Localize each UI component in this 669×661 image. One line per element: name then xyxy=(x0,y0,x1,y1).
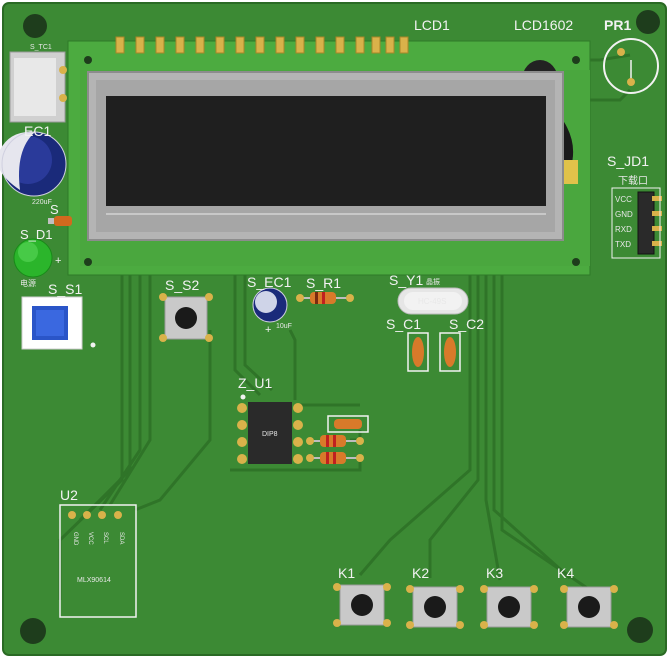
label-s-ec1-plus: + xyxy=(265,324,271,336)
label-k4: K4 xyxy=(557,565,574,581)
label-s-tc1: S_TC1 xyxy=(30,44,52,51)
mounting-hole-top-right xyxy=(636,10,660,34)
label-k1: K1 xyxy=(338,565,355,581)
label-lcd1: LCD1 xyxy=(414,17,450,33)
label-s-ec1-value: 10uF xyxy=(276,323,292,330)
label-s-d1: S_D1 xyxy=(20,227,53,242)
label-s-y1: S_Y1 xyxy=(389,272,423,288)
label-ec1: EC1 xyxy=(24,123,51,139)
label-lcd1602: LCD1602 xyxy=(514,17,573,33)
label-jd-pin-gnd: GND xyxy=(615,210,633,219)
label-s-s1: S_S1 xyxy=(48,281,82,297)
lcd-screen xyxy=(106,96,546,206)
k2-button xyxy=(406,585,464,629)
label-s-c1: S_C1 xyxy=(386,316,421,332)
label-jd-pin-rxd: RXD xyxy=(615,225,632,234)
label-crystal-marking: HC-49S xyxy=(418,297,446,306)
small-resistor-s xyxy=(48,216,72,226)
label-k2: K2 xyxy=(412,565,429,581)
s-jd1-header xyxy=(611,187,662,259)
label-jd-pin-txd: TXD xyxy=(615,240,631,249)
mounting-hole-bottom-left xyxy=(20,618,46,644)
label-k3: K3 xyxy=(486,565,503,581)
label-pr1: PR1 xyxy=(604,17,631,33)
label-u2-pin-sda: SDA xyxy=(118,532,124,544)
label-u2-part: MLX90614 xyxy=(77,577,111,584)
label-u2-pin-scl: SCL xyxy=(102,532,108,544)
label-jd-pin-vcc: VCC xyxy=(615,195,632,204)
mounting-hole-top-left xyxy=(23,14,47,38)
label-ec1-value: 220uF xyxy=(32,199,52,206)
s-s1-switch xyxy=(21,296,96,350)
ic-resistors xyxy=(306,415,369,464)
label-s-y1-note: 晶振 xyxy=(426,277,440,286)
label-s-s2: S_S2 xyxy=(165,277,199,293)
k3-button xyxy=(480,585,538,629)
label-s-ec1: S_EC1 xyxy=(247,274,292,290)
pr1-photoresistor xyxy=(603,38,659,94)
s-r1-resistor xyxy=(296,292,354,304)
lcd1602-module xyxy=(67,36,591,276)
label-ic-marking: DIP8 xyxy=(262,431,278,438)
label-s-jd1-title: 下载口 xyxy=(618,175,648,187)
ec1-capacitor xyxy=(0,131,67,197)
label-s-d1-note: 电源 xyxy=(20,278,36,288)
s-y1-crystal xyxy=(397,287,469,315)
label-z-u1: Z_U1 xyxy=(238,375,272,391)
label-s-c2: S_C2 xyxy=(449,316,484,332)
mounting-hole-bottom-right xyxy=(627,617,653,643)
label-u2: U2 xyxy=(60,487,78,503)
label-s-r1: S_R1 xyxy=(306,275,341,291)
s-c2-capacitor xyxy=(439,332,461,372)
k4-button xyxy=(560,585,618,629)
s-ec1-capacitor xyxy=(252,287,288,323)
k1-button xyxy=(333,583,391,627)
label-s-d1-plus: + xyxy=(55,255,61,267)
u2-sensor-footprint xyxy=(59,504,137,618)
label-u2-pin-vcc: VCC xyxy=(87,532,93,545)
usb-c-connector xyxy=(9,51,67,123)
s-d1-led xyxy=(13,238,53,278)
label-u2-pin-gnd: GND xyxy=(72,532,78,546)
label-s-jd1: S_JD1 xyxy=(607,153,649,169)
label-s-partial: S xyxy=(50,202,59,217)
z-u1-ic xyxy=(237,394,303,464)
copper-traces xyxy=(58,53,632,600)
s-s2-button xyxy=(159,293,213,342)
s-c1-capacitor xyxy=(407,332,429,372)
